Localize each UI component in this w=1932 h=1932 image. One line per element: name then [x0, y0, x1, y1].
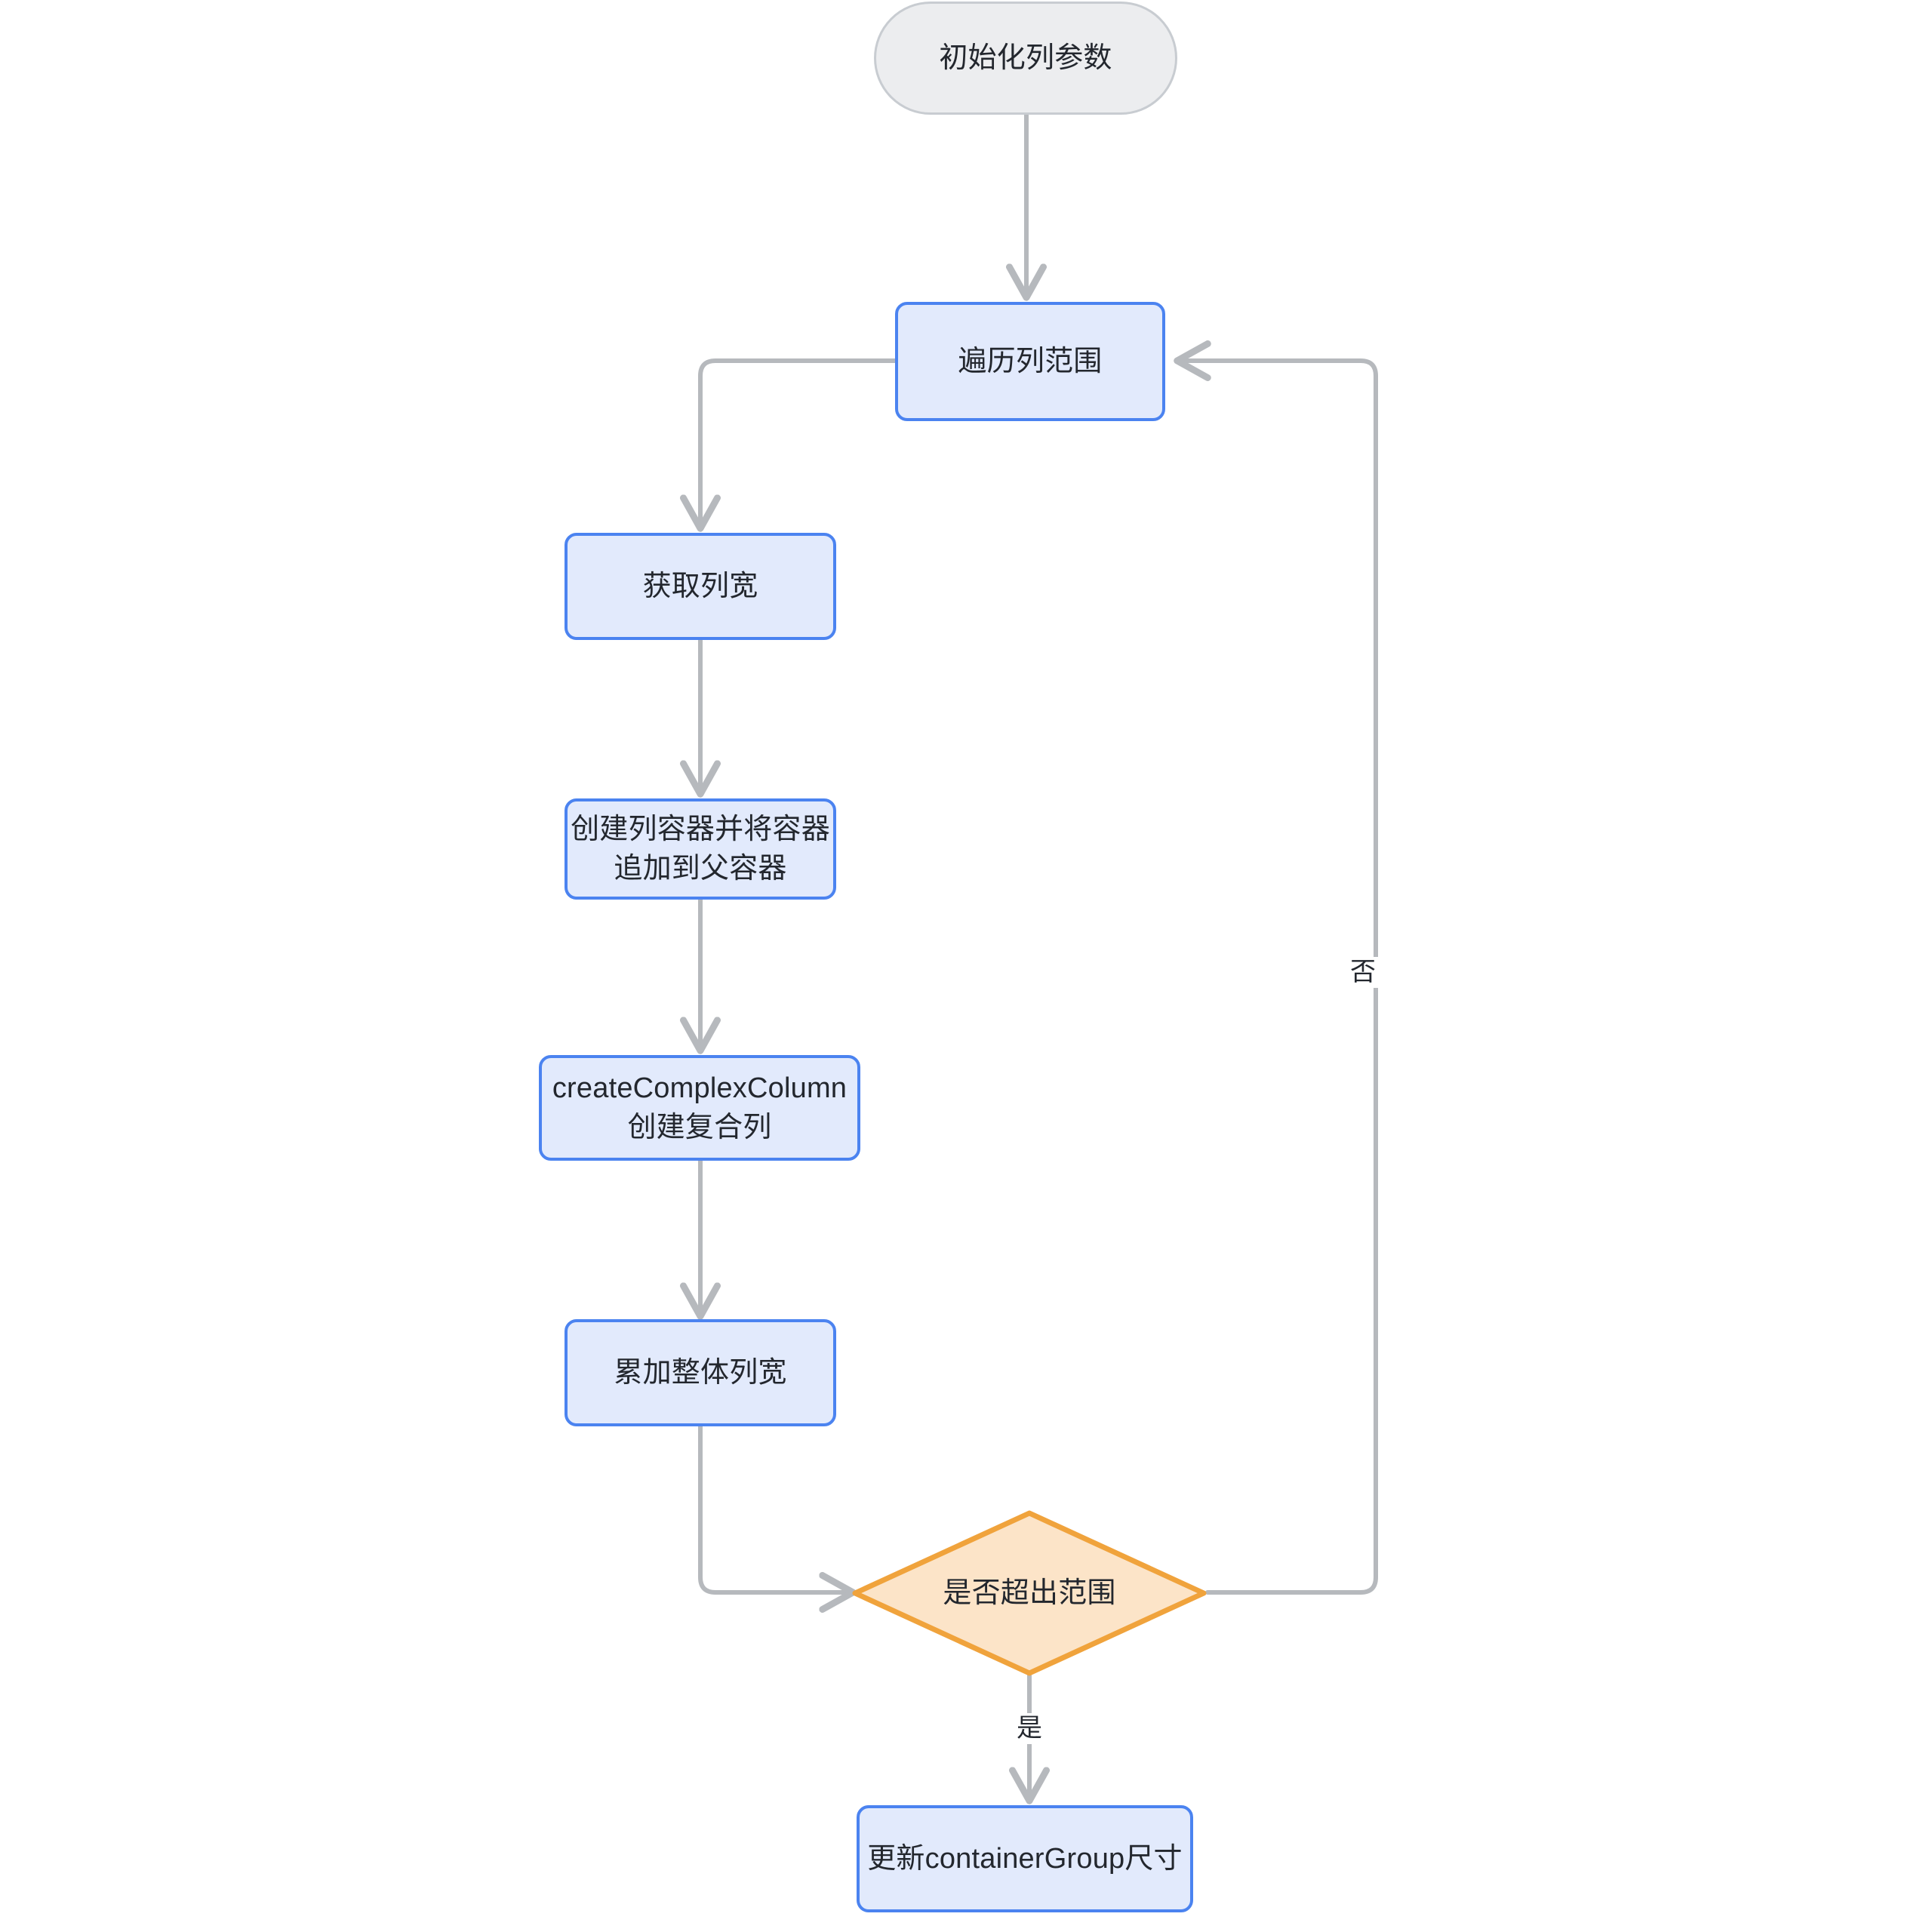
node-loop-columns-label: 遍历列范围: [958, 345, 1103, 377]
edge-label-yes-text: 是: [1017, 1714, 1042, 1743]
node-get-column-width-label: 获取列宽: [642, 570, 758, 602]
node-update-container-group[interactable]: 更新containerGroup尺寸: [857, 1805, 1193, 1912]
node-create-complex-column[interactable]: createComplexColumn 创建复合列: [539, 1055, 860, 1161]
node-update-container-group-label: 更新containerGroup尺寸: [867, 1842, 1183, 1875]
node-accumulate-total-width-label: 累加整体列宽: [614, 1356, 787, 1389]
edge-accumulate-to-decision: [698, 1424, 857, 1613]
node-create-column-container[interactable]: 创建列容器并将容器 追加到父容器: [565, 798, 836, 900]
node-start[interactable]: 初始化列参数: [874, 2, 1177, 115]
decision-diamond-shape: [852, 1510, 1207, 1676]
node-create-complex-column-label: createComplexColumn 创建复合列: [552, 1072, 848, 1143]
node-decision-out-of-range[interactable]: 是否超出范围: [851, 1509, 1208, 1677]
edge-label-no-text: 否: [1350, 958, 1376, 986]
edge-label-no: 否: [1344, 957, 1382, 989]
node-get-column-width[interactable]: 获取列宽: [565, 533, 836, 640]
edge-label-yes: 是: [1011, 1713, 1048, 1745]
node-create-column-container-label: 创建列容器并将容器 追加到父容器: [571, 813, 830, 884]
node-start-label: 初始化列参数: [939, 42, 1112, 74]
edge-loop-to-get-width: [680, 358, 897, 532]
node-loop-columns[interactable]: 遍历列范围: [895, 302, 1165, 421]
node-decision-out-of-range-label: 是否超出范围: [943, 1577, 1116, 1609]
node-accumulate-total-width[interactable]: 累加整体列宽: [565, 1319, 836, 1426]
